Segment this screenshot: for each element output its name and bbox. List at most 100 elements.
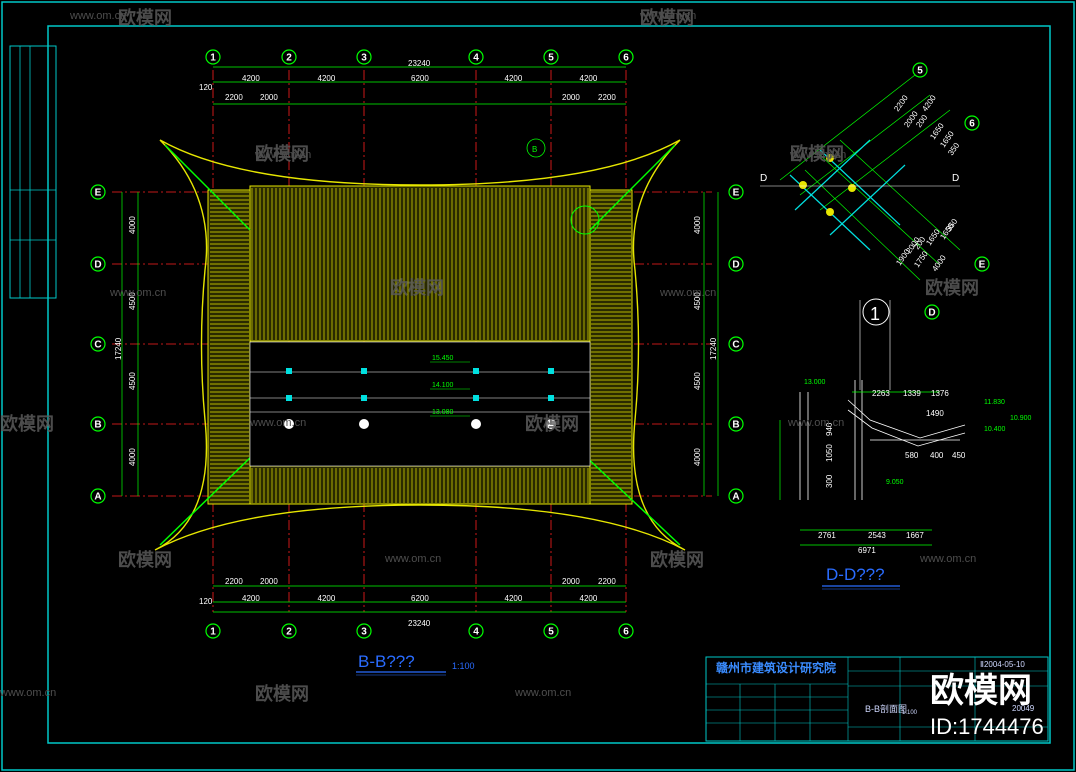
right-dim: 4500 [693,292,702,310]
title-block: 赣州市建筑设计研究院 Ⅱ2004-05-10 B-B剖面图 20049 1:10… [705,656,1049,742]
elevation-2: 14.100 [432,382,454,389]
plan-section-marker: B [532,145,537,154]
watermark-brand: 欧模网 [640,7,694,28]
section-elevation: 13.000 [804,379,826,386]
cut-label-left: D [760,173,767,184]
diagonal-axis-label: 5 [917,66,923,77]
axis-bubble [356,623,372,639]
watermark-brand: 欧模网 [118,549,172,570]
cut-label-right: D [952,173,959,184]
plan-title: B-B??? [358,652,415,671]
watermark-id: ID:1744476 [930,714,1044,739]
axis-bubble [90,184,106,200]
watermark-brand: 欧模网 [650,549,704,570]
axis-letter-label: C [94,340,101,351]
section-mid-dim: 400 [930,451,944,460]
bottom-dim: 4200 [318,594,336,603]
watermark-brand: 欧模网 [255,683,309,704]
left-dim: 4000 [128,216,137,234]
axis-bubble [543,623,559,639]
left-dim: 4500 [128,292,137,310]
left-dim: 4000 [128,448,137,466]
diagonal-dim: 4200 [920,93,938,113]
axis-number-label: 3 [361,53,367,64]
sheet-no: 20049 [1012,704,1035,713]
drawing-date: Ⅱ2004-05-10 [980,660,1025,669]
right-dim: 4000 [693,448,702,466]
section-total-dim: 6971 [858,546,876,555]
watermark-url: www.om.cn [249,417,306,429]
plan-scale: 1:100 [452,661,475,671]
axis-bubble [205,49,221,65]
axis-bubble [468,49,484,65]
watermark-url: www.om.cn [659,287,716,299]
section-elevation: 9.050 [886,479,904,486]
axis-bubble [912,62,928,78]
bottom-dim: 4200 [505,594,523,603]
top-dim: 4200 [580,74,598,83]
institute-name: 赣州市建筑设计研究院 [716,660,836,675]
axis-number-label: 4 [473,627,479,638]
section-top-dim: 2263 [872,389,890,398]
axis-bubble [356,49,372,65]
diagonal-dim: 4000 [930,253,948,273]
diagonal-axis-label: D [928,308,935,319]
edge-dim: 120 [199,597,213,606]
left-total-dim: 17240 [114,337,123,360]
axis-letter-label: D [732,260,739,271]
axis-bubble [728,488,744,504]
axis-bubble [728,416,744,432]
watermark-url: www.om.cn [109,287,166,299]
axis-bubble [924,304,940,320]
axis-bubble [728,256,744,272]
watermark-brand: 欧模网 [255,143,309,164]
axis-bubble [90,336,106,352]
edge-dim: 120 [199,83,213,92]
axis-letter-label: E [733,188,740,199]
watermark-url: www.om.cn [787,417,844,429]
watermark-brand: 欧模网 [0,413,54,434]
axis-bubble [281,49,297,65]
watermarks: 欧模网欧模网欧模网欧模网欧模网欧模网欧模网欧模网欧模网欧模网欧模网www.om.… [0,7,979,704]
section-top-dim: 1490 [926,409,944,418]
watermark-url: www.om.cn [384,553,441,565]
top-dim: 4200 [318,74,336,83]
axis-letter-label: B [94,420,101,431]
watermark-brand: 欧模网 [390,277,444,298]
top-dim: 6200 [411,74,429,83]
sheet-name: B-B剖面图 [865,703,907,714]
section-top-dim: 1339 [903,389,921,398]
watermark-brand: 欧模网 [790,143,844,164]
axis-bubble [728,336,744,352]
axis-bubble [90,256,106,272]
bottom-subdim: 2200 [225,577,243,586]
bottom-total-dim: 23240 [408,619,431,628]
top-dim: 4200 [242,74,260,83]
plan-title-block: B-B??? 1:100 [356,652,475,676]
section-bottom-dim: 2761 [818,531,836,540]
axis-letter-label: B [732,420,739,431]
axis-bubble [90,488,106,504]
roof-plan: 15.450 14.100 13.080 B [154,138,686,551]
axis-letter-label: D [94,260,101,271]
watermark-brand: 欧模网 [525,413,579,434]
axis-letter-label: E [95,188,102,199]
top-total-dim: 23240 [408,59,431,68]
top-subdim: 2000 [260,93,278,102]
axis-number-label: 1 [210,53,216,64]
bottom-subdim: 2200 [598,577,616,586]
axis-letter-label: C [732,340,739,351]
top-subdim: 2200 [225,93,243,102]
section-elevation: 11.830 [984,399,1005,406]
right-dim: 4000 [693,216,702,234]
elevation-3: 13.080 [432,409,454,416]
axis-bubble [543,49,559,65]
axis-bubble [205,623,221,639]
watermark-brand: 欧模网 [925,277,979,298]
section-left-dim: 1050 [825,444,834,462]
axis-bubble [964,115,980,131]
right-dim: 4500 [693,372,702,390]
